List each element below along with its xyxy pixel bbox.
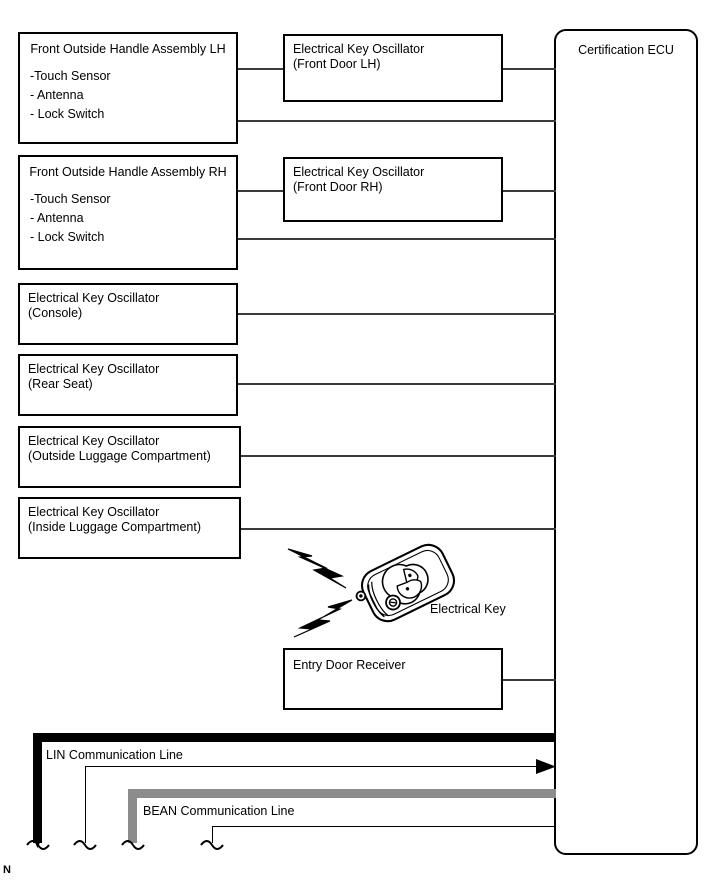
handle-rh-title: Front Outside Handle Assembly RH — [29, 165, 227, 179]
oscillator-rear-seat-line1: Electrical Key Oscillator — [28, 362, 160, 376]
lin-communication-line-label: LIN Communication Line — [46, 748, 183, 762]
wire-oscillator-rear-seat-to-ecu — [238, 383, 556, 385]
box-oscillator-front-door-lh: Electrical Key Oscillator (Front Door LH… — [283, 34, 503, 102]
wire-oscillator-lh-to-ecu — [503, 68, 556, 70]
handle-rh-component-1: - Antenna — [30, 211, 84, 225]
wire-handle-lh-to-oscillator-lh — [238, 68, 283, 70]
oscillator-front-door-lh-line2: (Front Door LH) — [293, 57, 381, 71]
wire-oscillator-outside-luggage-to-ecu — [241, 455, 556, 457]
oscillator-rear-seat-line2: (Rear Seat) — [28, 377, 93, 391]
oscillator-inside-luggage-line2: (Inside Luggage Compartment) — [28, 520, 202, 534]
wire-oscillator-inside-luggage-to-ecu — [241, 528, 556, 530]
handle-rh-component-0: -Touch Sensor — [30, 192, 111, 206]
footnote-n-label: N — [3, 864, 11, 876]
box-front-outside-handle-assembly-lh: Front Outside Handle Assembly LH -Touch … — [18, 32, 238, 144]
box-oscillator-front-door-rh: Electrical Key Oscillator (Front Door RH… — [283, 157, 503, 222]
oscillator-front-door-rh-line2: (Front Door RH) — [293, 180, 383, 194]
box-front-outside-handle-assembly-rh: Front Outside Handle Assembly RH -Touch … — [18, 155, 238, 270]
bean-bus-vertical — [128, 789, 137, 843]
bean-branch-vertical — [212, 826, 214, 843]
bean-bus-horizontal — [128, 789, 556, 798]
handle-lh-title: Front Outside Handle Assembly LH — [30, 42, 226, 56]
wire-handle-lh-to-ecu — [238, 120, 556, 122]
bean-branch-horizontal — [212, 826, 556, 828]
wire-oscillator-console-to-ecu — [238, 313, 556, 315]
box-oscillator-console: Electrical Key Oscillator (Console) — [18, 283, 238, 345]
oscillator-outside-luggage-line2: (Outside Luggage Compartment) — [28, 449, 211, 463]
lin-bus-vertical — [33, 733, 42, 843]
rf-signal-bolt-outgoing-icon — [293, 599, 353, 638]
box-oscillator-rear-seat: Electrical Key Oscillator (Rear Seat) — [18, 354, 238, 416]
box-certification-ecu: Certification ECU — [554, 29, 698, 855]
wire-handle-rh-to-ecu — [238, 238, 556, 240]
handle-rh-component-2: - Lock Switch — [30, 230, 105, 244]
box-oscillator-outside-luggage: Electrical Key Oscillator (Outside Lugga… — [18, 426, 241, 488]
oscillator-front-door-lh-line1: Electrical Key Oscillator — [293, 42, 425, 56]
lin-branch-vertical — [85, 766, 87, 843]
handle-lh-component-0: -Touch Sensor — [30, 69, 111, 83]
electrical-key-label: Electrical Key — [430, 602, 506, 616]
oscillator-inside-luggage-line1: Electrical Key Oscillator — [28, 505, 160, 519]
handle-lh-component-1: - Antenna — [30, 88, 84, 102]
wire-handle-rh-to-oscillator-rh — [238, 190, 283, 192]
lin-bus-horizontal — [33, 733, 556, 742]
wire-oscillator-rh-to-ecu — [503, 190, 556, 192]
handle-lh-component-2: - Lock Switch — [30, 107, 105, 121]
wire-entry-door-receiver-to-ecu — [503, 679, 556, 681]
box-entry-door-receiver: Entry Door Receiver — [283, 648, 503, 710]
rf-signal-bolt-incoming-icon — [287, 548, 347, 589]
oscillator-console-line2: (Console) — [28, 306, 83, 320]
electrical-key-fob-icon — [355, 543, 456, 623]
lin-branch-horizontal — [85, 766, 544, 768]
oscillator-outside-luggage-line1: Electrical Key Oscillator — [28, 434, 160, 448]
bean-communication-line-label: BEAN Communication Line — [143, 804, 295, 818]
box-oscillator-inside-luggage: Electrical Key Oscillator (Inside Luggag… — [18, 497, 241, 559]
oscillator-front-door-rh-line1: Electrical Key Oscillator — [293, 165, 425, 179]
entry-door-receiver-label: Entry Door Receiver — [293, 658, 406, 672]
certification-ecu-label: Certification ECU — [578, 43, 674, 57]
oscillator-console-line1: Electrical Key Oscillator — [28, 291, 160, 305]
